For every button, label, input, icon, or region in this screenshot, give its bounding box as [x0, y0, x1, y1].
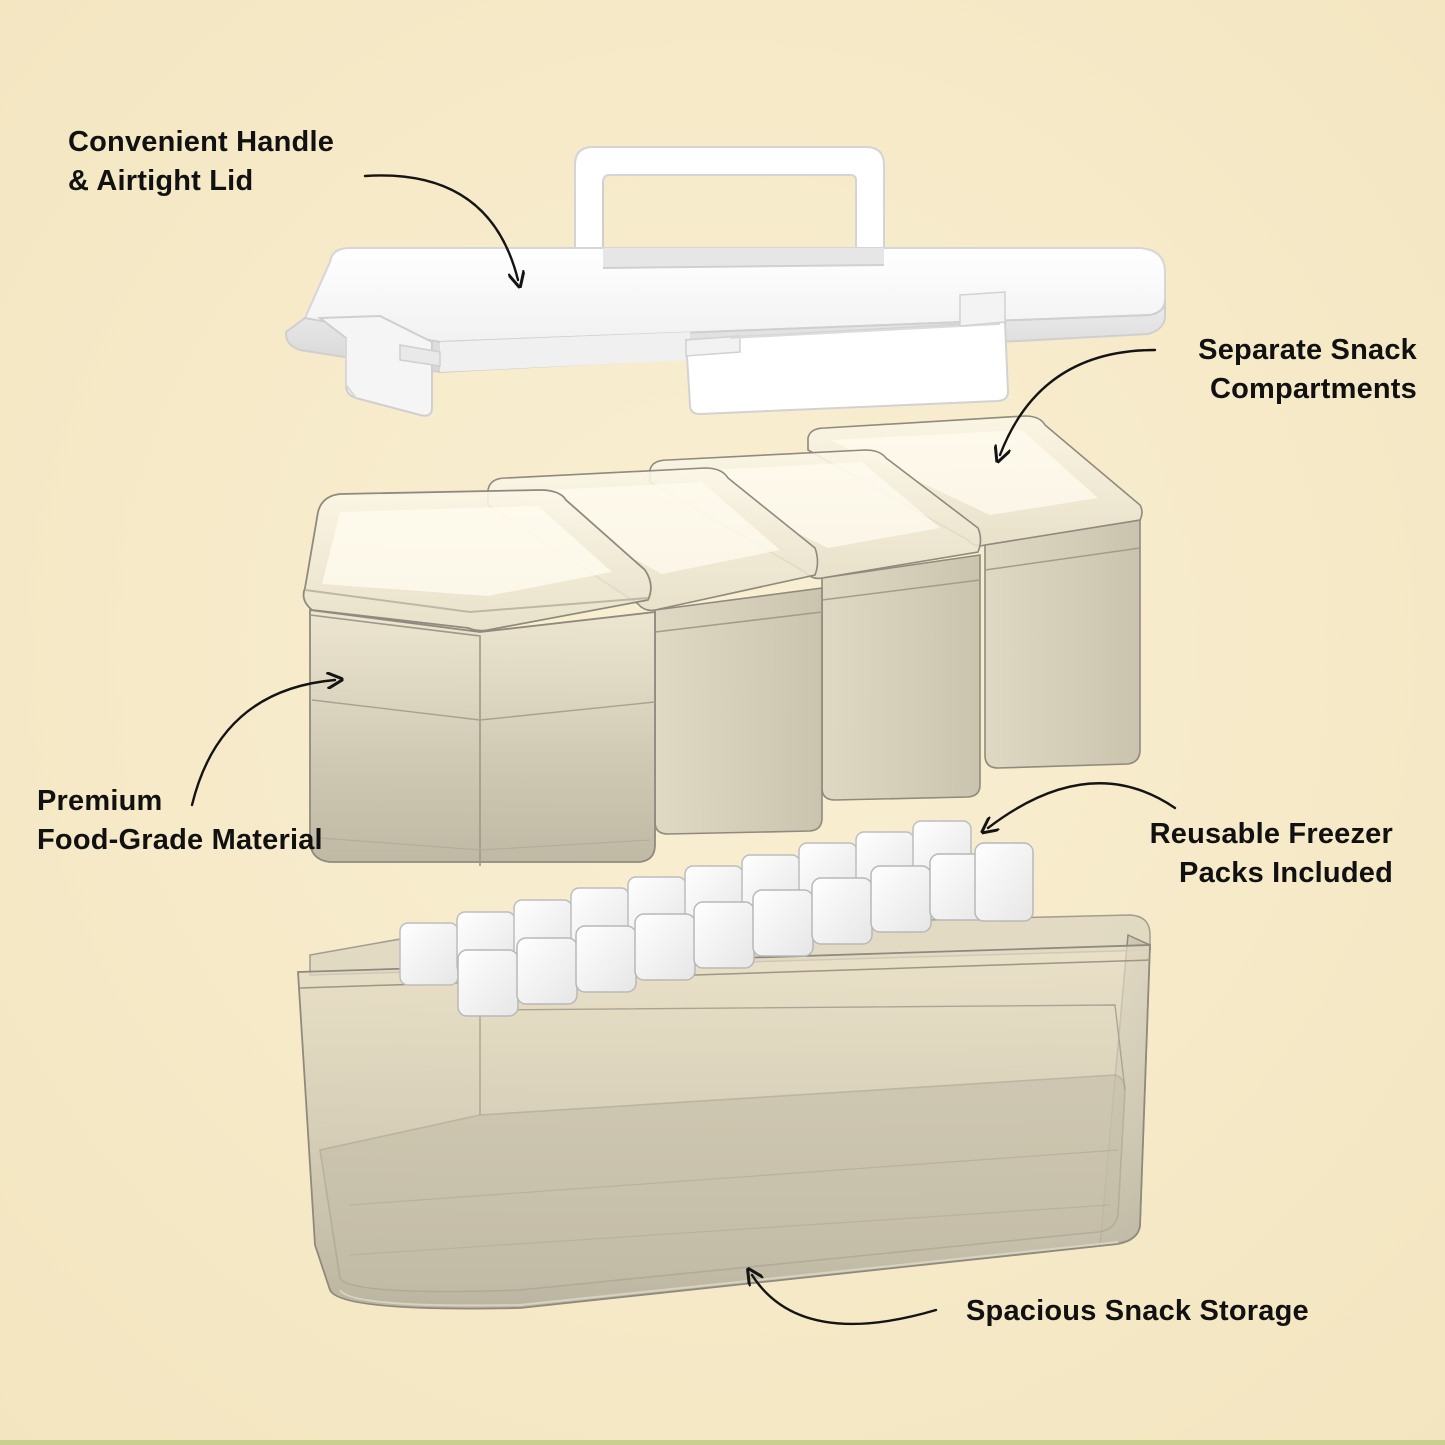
arrow-material — [190, 680, 335, 807]
snack-compartment — [807, 415, 1143, 769]
callout-compartments: Separate Snack Compartments — [1198, 331, 1417, 409]
snack-compartment — [302, 489, 656, 866]
arrow-compartments — [1000, 348, 1157, 455]
callout-handle-lid: Convenient Handle & Airtight Lid — [68, 123, 334, 201]
arrow-freezer — [988, 782, 1177, 828]
callout-line: Separate Snack — [1198, 334, 1417, 366]
freezer-packs — [399, 820, 1034, 1017]
side-latch — [317, 314, 433, 417]
callout-line: Convenient Handle — [68, 126, 335, 158]
callout-line: & Airtight Lid — [68, 165, 254, 197]
callout-line: Premium — [37, 785, 163, 817]
snack-compartment — [487, 467, 823, 835]
callout-arrows — [190, 174, 1177, 1326]
callout-line: Food-Grade Material — [37, 824, 323, 856]
callout-line: Spacious Snack Storage — [966, 1295, 1309, 1327]
callout-freezer-packs: Reusable Freezer Packs Included — [1150, 815, 1393, 893]
callout-material: Premium Food-Grade Material — [37, 782, 323, 860]
callout-line: Compartments — [1209, 373, 1417, 405]
callout-line: Reusable Freezer — [1149, 818, 1393, 850]
callout-line: Packs Included — [1179, 857, 1393, 889]
snack-compartments — [302, 415, 1143, 866]
arrow-storage — [752, 1275, 938, 1326]
callout-storage: Spacious Snack Storage — [966, 1292, 1309, 1331]
freezer-pack — [457, 842, 1034, 1017]
front-latch — [684, 320, 1010, 416]
bottom-border — [0, 1440, 1445, 1445]
snack-compartment — [649, 449, 982, 801]
arrow-handle-lid — [363, 174, 518, 280]
